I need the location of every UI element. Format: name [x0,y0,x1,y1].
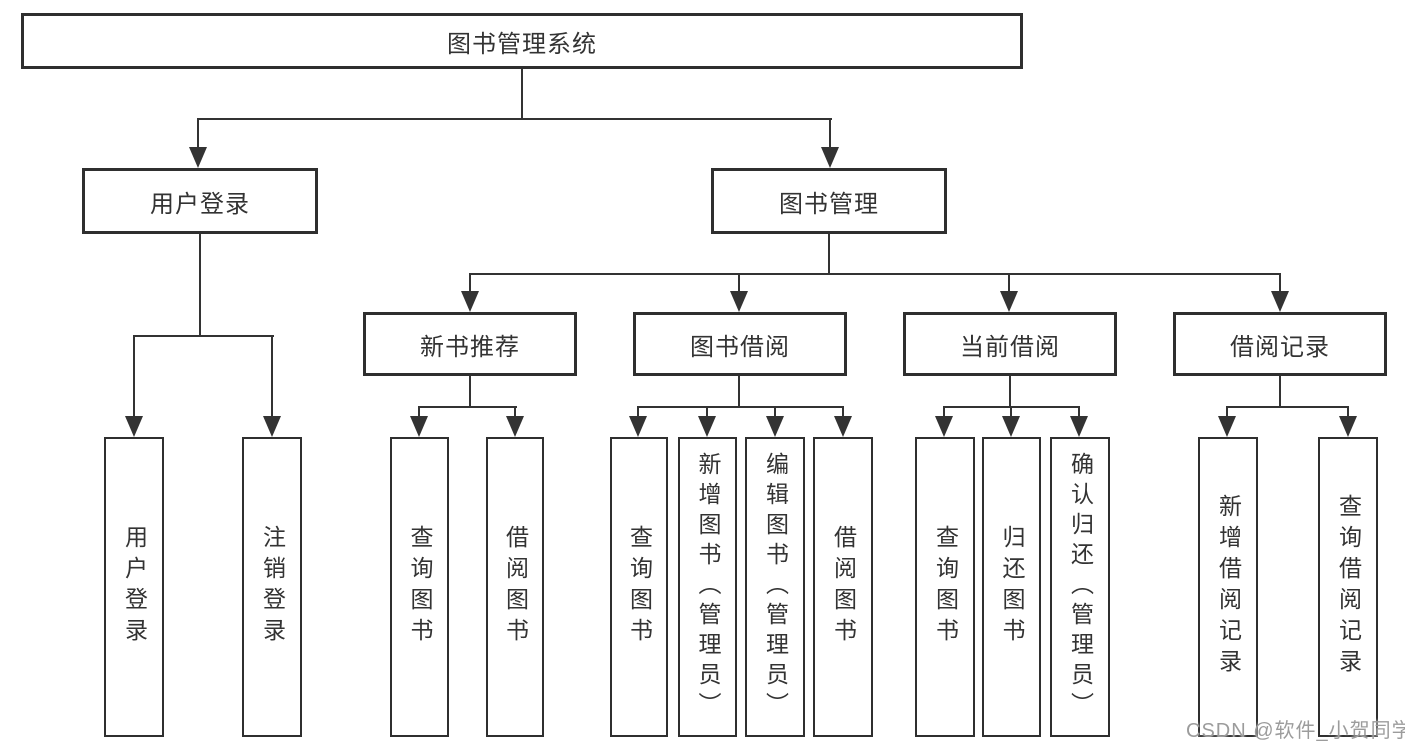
arrowhead-bb-borrow [834,416,852,437]
connector-stem-current-borrowing [1008,273,1010,291]
arrowhead-nbr-borrow [506,416,524,437]
connector-stem-bb-edit [774,406,776,416]
leaf-label: 归还图书 [999,525,1025,649]
connector-stem-book-management [829,118,831,147]
arrowhead-br-query [1339,416,1357,437]
leaf-user-login: 用户登录 [104,437,164,737]
arrowhead-nbr-query [410,416,428,437]
connector-user-login-bar [134,335,274,337]
connector-cb-bar [944,406,1080,408]
node-label: 图书管理 [779,190,879,218]
node-library-management-system: 图书管理系统 [21,13,1023,69]
leaf-label: 查询借阅记录 [1335,494,1362,680]
node-label: 图书借阅 [690,333,790,361]
csdn-watermark: CSDN @软件_小贺同学 [1186,720,1405,742]
connector-level2-bar [198,118,832,120]
leaf-bb-borrow-books: 借阅图书 [813,437,873,737]
node-borrowing-records: 借阅记录 [1173,312,1387,376]
connector-bb-bar [638,406,844,408]
leaf-label: 借阅图书 [830,525,857,649]
leaf-label: 用户登录 [121,525,148,649]
connector-stem-new-book-recommend [469,273,471,291]
connector-stem-user-login [197,118,199,147]
leaf-label: 新增图书（管理员） [695,452,721,722]
connector-nbr-down [469,376,471,408]
leaf-cb-return-books: 归还图书 [982,437,1041,737]
leaf-label: 查询图书 [407,525,433,649]
node-label: 新书推荐 [420,333,520,361]
arrowhead-book-management [821,147,839,168]
leaf-nbr-borrow-books: 借阅图书 [486,437,544,737]
leaf-label: 查询图书 [932,525,959,649]
node-label: 借阅记录 [1230,333,1330,361]
connector-stem-br-query [1347,406,1349,416]
leaf-label: 编辑图书（管理员） [762,452,789,722]
leaf-bb-query-books: 查询图书 [610,437,668,737]
connector-stem-cb-return [1010,406,1012,416]
connector-br-bar [1227,406,1349,408]
arrowhead-bb-query [629,416,647,437]
leaf-cb-query-books: 查询图书 [915,437,975,737]
node-user-login: 用户登录 [82,168,318,234]
leaf-bb-edit-books-admin: 编辑图书（管理员） [745,437,805,737]
node-current-borrowing: 当前借阅 [903,312,1117,376]
connector-nbr-bar [419,406,517,408]
connector-stem-cb-query [943,406,945,416]
node-book-management: 图书管理 [711,168,947,234]
connector-stem-bb-query [637,406,639,416]
leaf-cb-confirm-return-admin: 确认归还（管理员） [1050,437,1110,737]
connector-stem-cb-confirm [1078,406,1080,416]
leaf-label: 新增借阅记录 [1215,494,1242,680]
connector-stem-book-borrowing [738,273,740,291]
leaf-label: 注销登录 [259,525,286,649]
leaf-logout: 注销登录 [242,437,302,737]
node-label: 图书管理系统 [447,30,597,58]
arrowhead-bb-edit [766,416,784,437]
arrowhead-user-login [189,147,207,168]
leaf-label: 查询图书 [626,525,653,649]
leaf-label: 确认归还（管理员） [1067,452,1094,722]
connector-cb-down [1009,376,1011,408]
leaf-label: 借阅图书 [502,525,529,649]
connector-root-down [521,69,523,119]
connector-book-management-down [828,234,830,275]
node-new-book-recommend: 新书推荐 [363,312,577,376]
arrowhead-cb-return [1002,416,1020,437]
connector-stem-nbr-borrow [514,406,516,416]
connector-stem-bb-add [706,406,708,416]
connector-stem-br-add [1226,406,1228,416]
leaf-nbr-query-books: 查询图书 [390,437,449,737]
node-book-borrowing: 图书借阅 [633,312,847,376]
arrowhead-new-book-recommend [461,291,479,312]
arrowhead-leaf-user-login [125,416,143,437]
arrowhead-current-borrowing [1000,291,1018,312]
connector-level3-bar [470,273,1281,275]
arrowhead-book-borrowing [730,291,748,312]
node-label: 用户登录 [150,190,250,218]
connector-stem-bb-borrow [842,406,844,416]
arrowhead-borrowing-records [1271,291,1289,312]
connector-user-login-down [199,234,201,337]
leaf-br-query-record: 查询借阅记录 [1318,437,1378,737]
arrowhead-cb-query [935,416,953,437]
node-label: 当前借阅 [960,333,1060,361]
connector-br-down [1279,376,1281,408]
arrowhead-bb-add [698,416,716,437]
connector-stem-leaf-logout [271,335,273,416]
connector-stem-leaf-user-login [133,335,135,416]
arrowhead-leaf-logout [263,416,281,437]
arrowhead-br-add [1218,416,1236,437]
arrowhead-cb-confirm [1070,416,1088,437]
connector-stem-nbr-query [418,406,420,416]
connector-stem-borrowing-records [1279,273,1281,291]
connector-bb-down [738,376,740,408]
leaf-br-add-record: 新增借阅记录 [1198,437,1258,737]
leaf-bb-add-books-admin: 新增图书（管理员） [678,437,737,737]
